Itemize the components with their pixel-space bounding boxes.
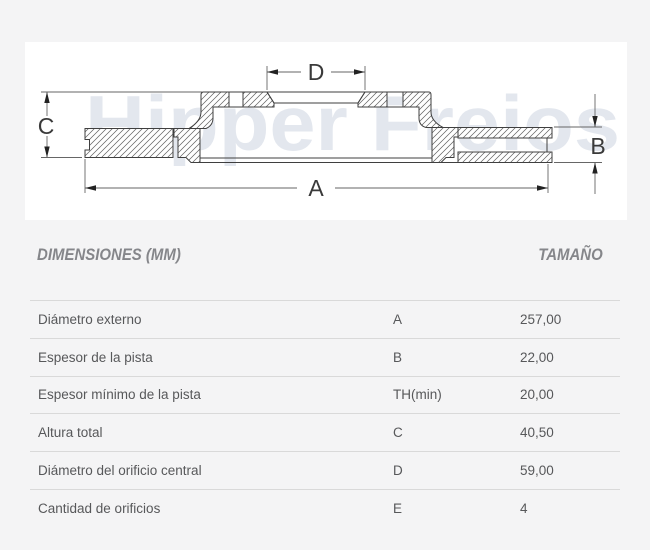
table-row: Espesor mínimo de la pista TH(min) 20,00 [30, 375, 620, 414]
dimension-labels: C D A B [38, 59, 606, 201]
row-dimension-name: Diámetro externo [38, 311, 142, 327]
row-dimension-name: Diámetro del orificio central [38, 463, 202, 479]
row-dimension-value: 22,00 [520, 349, 554, 365]
table-row: Altura total C 40,50 [30, 413, 620, 451]
dim-label-d: D [308, 59, 325, 85]
row-dimension-value: 20,00 [520, 387, 554, 403]
row-dimension-name: Espesor de la pista [38, 349, 153, 365]
row-dimension-value: 4 [520, 500, 528, 516]
dim-label-b: B [590, 133, 605, 159]
table-row: Diámetro del orificio central D 59,00 [30, 451, 620, 489]
row-dimension-value: 59,00 [520, 463, 554, 479]
row-dimension-name: Cantidad de orificios [38, 500, 161, 516]
row-dimension-name: Altura total [38, 425, 103, 441]
table-row: Espesor de la pista B 22,00 [30, 337, 620, 376]
row-dimension-letter: E [393, 500, 403, 516]
dimensions-table: DIMENSIONES (MM) TAMAÑO Diámetro externo… [30, 240, 620, 527]
row-dimension-letter: C [393, 425, 403, 441]
disc-section-shapes [84, 91, 553, 163]
dim-label-a: A [308, 175, 324, 201]
row-dimension-letter: TH(min) [393, 387, 442, 403]
row-dimension-value: 257,00 [520, 311, 562, 327]
brake-disc-cross-section: Hipper Freios [38, 59, 620, 201]
table-row: Diámetro externo A 257,00 [30, 300, 620, 338]
dimension-lines [41, 66, 602, 194]
table-header: DIMENSIONES (MM) TAMAÑO [30, 240, 620, 300]
row-dimension-letter: B [393, 349, 403, 365]
table-row: Cantidad de orificios E 4 [30, 488, 620, 527]
dim-label-c: C [38, 113, 55, 139]
row-dimension-name: Espesor mínimo de la pista [38, 387, 201, 403]
size-column-title: TAMAÑO [537, 245, 603, 264]
dimension-arrowheads [44, 69, 598, 191]
row-dimension-value: 40,50 [520, 425, 554, 441]
brake-disc-diagram-panel: Hipper Freios [25, 42, 627, 220]
row-dimension-letter: D [393, 463, 403, 479]
table-title: DIMENSIONES (MM) [37, 245, 181, 264]
disc-edge-lines [200, 91, 548, 163]
row-dimension-letter: A [393, 311, 403, 327]
